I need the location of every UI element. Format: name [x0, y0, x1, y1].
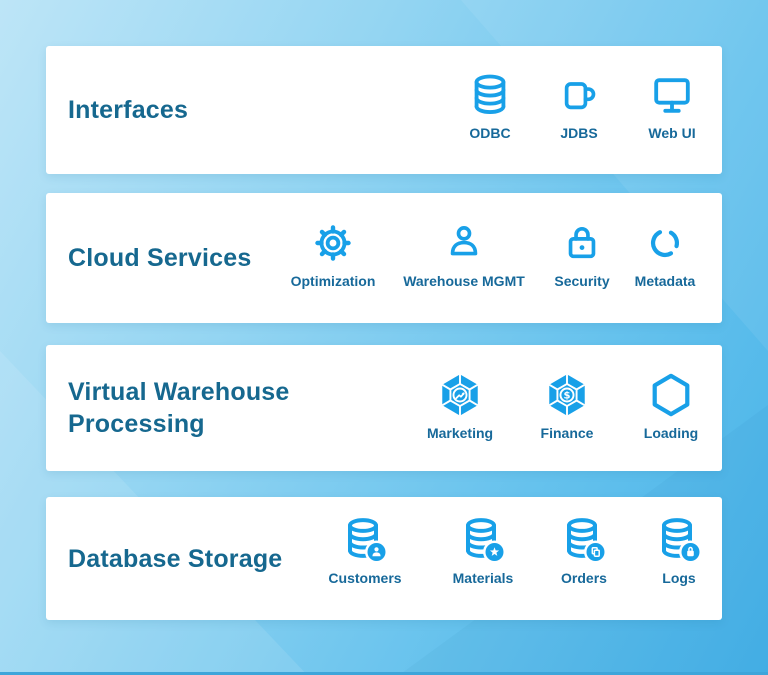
- layer-card-database-storage: Database Storage Customers Materials: [46, 497, 722, 620]
- diagram-item-security: Security: [512, 220, 652, 289]
- diagram-item-loading: Loading: [601, 372, 741, 441]
- database-tag-icon: [655, 517, 703, 564]
- gear-icon: [310, 220, 356, 266]
- monitor-icon: [649, 72, 695, 118]
- item-label: Orders: [561, 570, 607, 586]
- diagram-item-web-ui: Web UI: [602, 72, 742, 141]
- diagram-item-metadata: Metadata: [595, 220, 735, 289]
- item-label: Logs: [662, 570, 696, 586]
- item-label: Warehouse MGMT: [403, 273, 525, 289]
- hexagon-dollar-icon: $: [544, 372, 590, 418]
- database-copy-icon: [560, 517, 608, 564]
- diagram-item-finance: $ Finance: [497, 372, 637, 441]
- database-star-icon: [459, 517, 507, 564]
- diagram-item-customers: Customers: [295, 517, 435, 586]
- background-bottom-edge: [0, 672, 768, 675]
- hexagon-chart-icon: [437, 372, 483, 418]
- item-label: ODBC: [469, 125, 511, 141]
- lock-icon: [560, 220, 604, 266]
- svg-text:$: $: [564, 391, 571, 402]
- item-label: Security: [554, 273, 610, 289]
- diagram-item-logs: Logs: [609, 517, 749, 586]
- sync-circle-icon: [643, 220, 687, 266]
- item-label: Finance: [540, 425, 594, 441]
- diagram-item-odbc: ODBC: [420, 72, 560, 141]
- item-label: Customers: [328, 570, 402, 586]
- item-label: Marketing: [426, 425, 494, 441]
- database-user-icon: [341, 517, 389, 564]
- item-label: Optimization: [290, 273, 376, 289]
- item-label: Metadata: [634, 273, 696, 289]
- layer-card-interfaces: Interfaces ODBC JDBS: [46, 46, 722, 174]
- diagram-item-optimization: Optimization: [263, 220, 403, 289]
- layer-title: Interfaces: [68, 96, 189, 124]
- user-icon: [442, 220, 486, 266]
- item-label: Materials: [452, 570, 514, 586]
- database-icon: [467, 72, 513, 118]
- item-label: Loading: [643, 425, 699, 441]
- layer-title: Virtual Warehouse Processing: [68, 378, 290, 438]
- layer-card-cloud-services: Cloud Services Optimization Warehouse MG…: [46, 193, 722, 323]
- diagram-item-marketing: Marketing: [390, 372, 530, 441]
- layer-title: Cloud Services: [68, 244, 252, 272]
- mug-icon: [557, 72, 601, 118]
- layer-title: Database Storage: [68, 544, 283, 573]
- diagram-item-materials: Materials: [413, 517, 553, 586]
- diagram-item-warehouse-mgmt: Warehouse MGMT: [394, 220, 534, 289]
- item-label: JDBS: [560, 125, 598, 141]
- diagram-item-orders: Orders: [514, 517, 654, 586]
- item-label: Web UI: [648, 125, 696, 141]
- diagram-item-jdbs: JDBS: [509, 72, 649, 141]
- hexagon-outline-icon: [648, 372, 694, 418]
- layer-card-virtual-warehouse-processing: Virtual Warehouse Processing Marketing $…: [46, 345, 722, 471]
